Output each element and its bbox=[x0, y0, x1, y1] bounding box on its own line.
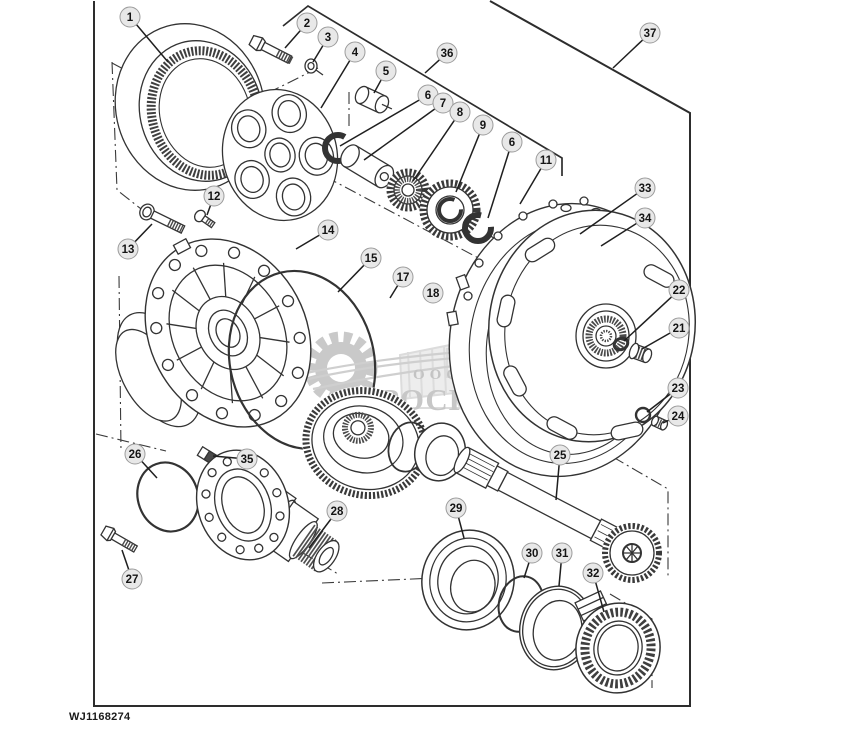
callout-14: 14 bbox=[295, 219, 339, 250]
seal-ring-22 bbox=[612, 336, 630, 352]
svg-text:6: 6 bbox=[509, 137, 515, 149]
callout-6: 6 bbox=[339, 84, 439, 147]
callout-3: 3 bbox=[312, 26, 339, 63]
subassembly-boundary-36 bbox=[282, 4, 563, 176]
svg-text:4: 4 bbox=[352, 47, 359, 59]
callout-18: 18 bbox=[422, 282, 444, 304]
cap-screw-2 bbox=[248, 34, 294, 65]
svg-text:24: 24 bbox=[672, 411, 685, 423]
callout-1: 1 bbox=[119, 6, 169, 63]
svg-text:23: 23 bbox=[672, 383, 685, 395]
callout-12: 12 bbox=[203, 185, 225, 216]
callout-13: 13 bbox=[117, 223, 153, 260]
callout-33: 33 bbox=[579, 177, 656, 235]
planet-pin-7 bbox=[340, 144, 395, 189]
svg-text:36: 36 bbox=[441, 48, 454, 60]
sun-gear-drum bbox=[301, 386, 430, 500]
callout-30: 30 bbox=[521, 542, 543, 579]
svg-text:26: 26 bbox=[129, 449, 142, 461]
callout-29: 29 bbox=[445, 497, 467, 539]
svg-text:2: 2 bbox=[304, 18, 310, 30]
svg-text:11: 11 bbox=[540, 155, 553, 167]
svg-text:18: 18 bbox=[427, 288, 440, 300]
callout-11: 11 bbox=[519, 149, 557, 205]
bolt-13 bbox=[139, 203, 186, 234]
svg-text:14: 14 bbox=[322, 225, 335, 237]
svg-text:7: 7 bbox=[440, 98, 446, 110]
planetary-cover bbox=[487, 209, 697, 443]
svg-text:8: 8 bbox=[457, 107, 464, 119]
svg-text:31: 31 bbox=[556, 548, 569, 560]
callout-7: 7 bbox=[363, 92, 454, 161]
callout-23: 23 bbox=[646, 377, 689, 413]
svg-text:25: 25 bbox=[554, 450, 567, 462]
svg-text:22: 22 bbox=[673, 285, 686, 297]
svg-text:21: 21 bbox=[673, 323, 686, 335]
callout-21: 21 bbox=[641, 317, 690, 350]
callout-35: 35 bbox=[212, 448, 258, 470]
bolt-12 bbox=[194, 209, 216, 229]
callout-17: 17 bbox=[389, 266, 414, 299]
callout-2: 2 bbox=[284, 12, 318, 49]
callout-22: 22 bbox=[623, 279, 690, 342]
washer-3 bbox=[304, 58, 324, 76]
callout-4: 4 bbox=[320, 41, 366, 109]
svg-text:34: 34 bbox=[639, 213, 652, 225]
plug-24 bbox=[650, 415, 669, 431]
svg-text:17: 17 bbox=[397, 272, 410, 284]
svg-text:29: 29 bbox=[450, 503, 463, 515]
callout-9: 9 bbox=[455, 114, 494, 193]
planet-gear-9 bbox=[419, 179, 481, 241]
figure-id-label: WJ1168274 bbox=[69, 711, 131, 723]
o-ring-26 bbox=[136, 461, 200, 533]
svg-text:27: 27 bbox=[126, 574, 139, 586]
callout-24: 24 bbox=[662, 405, 689, 427]
callout-15: 15 bbox=[337, 247, 382, 293]
sun-shaft bbox=[453, 446, 662, 583]
callout-5: 5 bbox=[373, 60, 397, 94]
callout-27: 27 bbox=[121, 549, 143, 590]
svg-text:15: 15 bbox=[365, 253, 378, 265]
svg-text:35: 35 bbox=[241, 454, 254, 466]
callout-36: 36 bbox=[424, 42, 458, 74]
callout-32: 32 bbox=[582, 562, 605, 613]
svg-text:28: 28 bbox=[331, 506, 344, 518]
wheel-hub bbox=[115, 237, 312, 428]
plug-21 bbox=[628, 342, 653, 364]
svg-text:5: 5 bbox=[383, 66, 390, 78]
callout-8: 8 bbox=[412, 101, 471, 182]
o-ring-23 bbox=[634, 406, 652, 424]
svg-text:6: 6 bbox=[425, 90, 431, 102]
roller-pin-5 bbox=[354, 85, 393, 114]
bolt-27 bbox=[100, 525, 139, 553]
callout-26: 26 bbox=[124, 443, 158, 479]
svg-text:32: 32 bbox=[587, 568, 600, 580]
svg-text:12: 12 bbox=[208, 191, 221, 203]
svg-text:1: 1 bbox=[127, 12, 134, 24]
svg-text:33: 33 bbox=[639, 183, 652, 195]
svg-text:13: 13 bbox=[122, 244, 135, 256]
watermark-prefix: ООО bbox=[413, 367, 463, 383]
assembly-boundary-37 bbox=[93, 0, 691, 707]
callout-34: 34 bbox=[600, 207, 656, 247]
axle-spindle bbox=[195, 449, 340, 573]
svg-text:37: 37 bbox=[644, 28, 657, 40]
svg-text:3: 3 bbox=[325, 32, 331, 44]
bearing-cone-29 bbox=[421, 529, 515, 631]
callout-25: 25 bbox=[549, 444, 571, 501]
svg-text:9: 9 bbox=[480, 120, 486, 132]
callout-28: 28 bbox=[308, 500, 348, 549]
callout-31: 31 bbox=[551, 542, 573, 587]
callout-6: 6 bbox=[487, 131, 523, 219]
bearing-32 bbox=[574, 590, 661, 694]
planet-carrier bbox=[221, 88, 339, 222]
pinion-bearing-8 bbox=[386, 168, 430, 212]
svg-text:30: 30 bbox=[526, 548, 539, 560]
callout-37: 37 bbox=[612, 22, 661, 69]
bearing-cup bbox=[413, 422, 467, 482]
